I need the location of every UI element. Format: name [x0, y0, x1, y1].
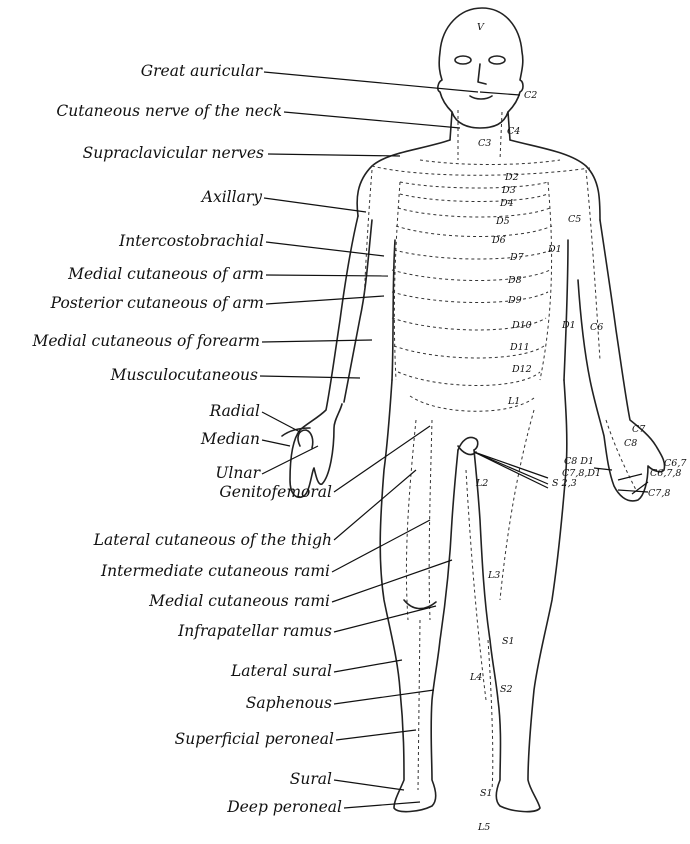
seg-d8: D8: [507, 275, 522, 286]
label-ulnar: Ulnar: [215, 464, 261, 482]
seg-c2: C2: [524, 90, 537, 101]
label-radial: Radial: [209, 402, 260, 420]
seg-l4: L4: [469, 672, 482, 683]
seg-d10: D10: [511, 320, 532, 331]
seg-c3: C3: [478, 138, 491, 149]
seg-v: V: [477, 22, 485, 33]
label-medial-rami: Medial cutaneous rami: [148, 592, 330, 610]
label-great-auricular: Great auricular: [141, 62, 264, 80]
label-saphenous: Saphenous: [246, 694, 332, 712]
seg-c6: C6: [590, 322, 603, 333]
seg-c4: C4: [507, 126, 520, 137]
label-sural: Sural: [290, 770, 332, 788]
label-infrapatellar: Infrapatellar ramus: [177, 622, 332, 640]
seg-c678: C6,7,8: [650, 468, 681, 479]
label-musculocutaneous: Musculocutaneous: [110, 366, 258, 384]
seg-d12: D12: [511, 364, 532, 375]
label-axillary: Axillary: [200, 188, 262, 206]
seg-s2: S2: [500, 684, 513, 695]
seg-s1-foot: S1: [480, 788, 493, 799]
seg-d11: D11: [509, 342, 530, 353]
seg-d3: D3: [501, 185, 516, 196]
seg-s1-knee: S1: [502, 636, 515, 647]
seg-l3: L3: [487, 570, 500, 581]
seg-d1-upper: D1: [547, 244, 562, 255]
body-outline: [282, 8, 665, 812]
seg-d9: D9: [507, 295, 522, 306]
label-genitofemoral: Genitofemoral: [219, 483, 332, 501]
label-lateral-sural: Lateral sural: [230, 662, 332, 680]
label-medial-cutaneous-forearm: Medial cutaneous of forearm: [31, 332, 260, 350]
label-superficial-peroneal: Superficial peroneal: [175, 730, 334, 748]
seg-d5: D5: [495, 216, 510, 227]
seg-c8-hand: C8: [624, 438, 637, 449]
seg-d6: D6: [491, 235, 506, 246]
seg-d7: D7: [509, 252, 525, 263]
seg-s23: S 2,3: [552, 478, 577, 489]
seg-l5: L5: [477, 822, 490, 833]
label-intermediate-rami: Intermediate cutaneous rami: [100, 562, 330, 580]
seg-c8d1: C8 D1: [564, 456, 594, 467]
label-lateral-cutaneous-thigh: Lateral cutaneous of the thigh: [93, 531, 332, 549]
label-medial-cutaneous-arm: Medial cutaneous of arm: [67, 265, 264, 283]
label-posterior-cutaneous-arm: Posterior cutaneous of arm: [50, 294, 264, 312]
seg-d4: D4: [499, 198, 514, 209]
seg-d2: D2: [504, 172, 519, 183]
segment-labels: V C2 C3 C4 C5 C6 C7 C8 C6,7 C6,7,8 C7,8 …: [469, 22, 687, 833]
seg-c78: C7,8: [648, 488, 670, 499]
seg-d1-lower: D1: [561, 320, 576, 331]
seg-c5: C5: [568, 214, 581, 225]
label-intercostobrachial: Intercostobrachial: [118, 232, 264, 250]
label-supraclavicular: Supraclavicular nerves: [83, 144, 264, 162]
label-median: Median: [200, 430, 260, 448]
label-deep-peroneal: Deep peroneal: [226, 798, 342, 816]
label-cutaneous-neck: Cutaneous nerve of the neck: [56, 102, 282, 120]
seg-l1: L1: [507, 396, 520, 407]
seg-l2: L2: [475, 478, 488, 489]
seg-c7: C7: [632, 424, 646, 435]
